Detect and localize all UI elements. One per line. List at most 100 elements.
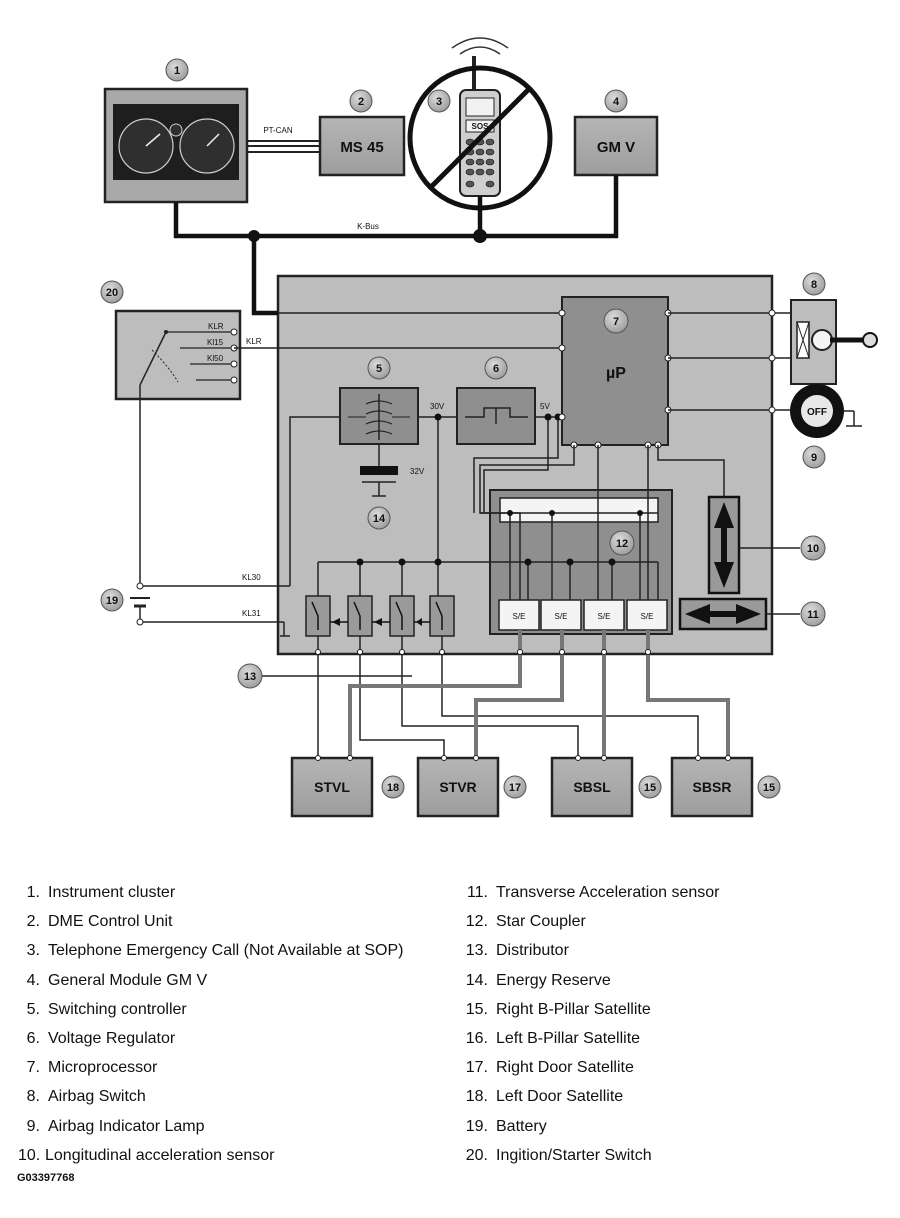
dme-control-unit: MS 45 bbox=[318, 115, 406, 177]
callout-13: 13 bbox=[237, 663, 263, 689]
callout-3: 3 bbox=[427, 89, 451, 113]
legend-item: 16.Left B-Pillar Satellite bbox=[465, 1029, 641, 1047]
callout-8: 8 bbox=[802, 272, 826, 296]
right-b-pillar-satellite: SBSR bbox=[670, 756, 754, 818]
legend-left-column: 1.Instrument cluster 2.DME Control Unit … bbox=[18, 878, 403, 1170]
legend-item: 19.Battery bbox=[465, 1117, 547, 1135]
airbag-switch bbox=[790, 299, 878, 385]
airbag-indicator-lamp: OFF bbox=[790, 384, 862, 438]
sos-label: SOS bbox=[472, 122, 490, 131]
energy-reserve: 32V bbox=[360, 444, 425, 497]
pt-can-bus bbox=[247, 140, 320, 153]
svg-text:17: 17 bbox=[509, 782, 521, 794]
callout-15-left: 15 bbox=[638, 775, 662, 799]
kl15-label: Kl15 bbox=[207, 338, 224, 347]
gmv-label: GM V bbox=[597, 139, 635, 156]
legend-item: 2.DME Control Unit bbox=[26, 913, 173, 931]
legend-item: 18.Left Door Satellite bbox=[465, 1088, 624, 1106]
v32-label: 32V bbox=[410, 467, 425, 476]
legend-item: 3.Telephone Emergency Call (Not Availabl… bbox=[26, 942, 404, 960]
microprocessor-label: µP bbox=[606, 365, 626, 382]
ms45-label: MS 45 bbox=[340, 139, 383, 156]
callout-19: 19 bbox=[100, 588, 124, 612]
callout-11: 11 bbox=[800, 601, 826, 627]
v5-label: 5V bbox=[540, 402, 550, 411]
wiring-diagram: MS 45 GM V SOS PT-CAN bbox=[100, 37, 878, 818]
se-module-3: S/E bbox=[583, 599, 625, 631]
legend-item: 13.Distributor bbox=[465, 942, 569, 960]
legend-item: 5.Switching controller bbox=[26, 1000, 187, 1018]
svg-text:10: 10 bbox=[807, 543, 819, 555]
klr-switch-label: KLR bbox=[208, 322, 224, 331]
callout-2: 2 bbox=[349, 89, 373, 113]
callout-1: 1 bbox=[165, 58, 189, 82]
general-module: GM V bbox=[573, 115, 659, 177]
callout-7: 7 bbox=[603, 308, 629, 334]
right-door-satellite: STVR bbox=[416, 756, 500, 818]
legend-item: 10.Longitudinal acceleration sensor bbox=[18, 1146, 275, 1164]
battery bbox=[130, 582, 150, 626]
svg-text:S/E: S/E bbox=[555, 612, 568, 621]
instrument-cluster bbox=[103, 87, 249, 204]
svg-text:15: 15 bbox=[763, 782, 775, 794]
v30-label: 30V bbox=[430, 402, 445, 411]
legend-item: 8.Airbag Switch bbox=[26, 1088, 146, 1106]
svg-text:20: 20 bbox=[106, 287, 118, 299]
svg-text:13: 13 bbox=[244, 671, 256, 683]
sbsl-label: SBSL bbox=[573, 779, 611, 795]
svg-text:3: 3 bbox=[436, 96, 442, 108]
legend-item: 20.Ingition/Starter Switch bbox=[465, 1146, 652, 1164]
legend-item: 7.Microprocessor bbox=[26, 1059, 158, 1077]
ignition-starter-switch: KLR Kl15 Kl50 bbox=[114, 309, 242, 401]
callout-4: 4 bbox=[604, 89, 628, 113]
sbsr-label: SBSR bbox=[693, 779, 732, 795]
legend-item: 17.Right Door Satellite bbox=[465, 1059, 634, 1077]
legend-item: 11.Transverse Acceleration sensor bbox=[466, 884, 720, 901]
svg-text:1: 1 bbox=[174, 65, 180, 77]
svg-text:S/E: S/E bbox=[598, 612, 611, 621]
svg-text:15: 15 bbox=[644, 782, 656, 794]
kl31-label: KL31 bbox=[242, 609, 261, 618]
legend-item: 15.Right B-Pillar Satellite bbox=[465, 1000, 651, 1018]
pt-can-label: PT-CAN bbox=[263, 126, 293, 135]
callout-17: 17 bbox=[503, 775, 527, 799]
callout-6: 6 bbox=[484, 356, 508, 380]
stvl-label: STVL bbox=[314, 779, 350, 795]
legend-item: 9.Airbag Indicator Lamp bbox=[26, 1117, 205, 1135]
svg-text:19: 19 bbox=[106, 595, 118, 607]
svg-text:7: 7 bbox=[613, 316, 619, 328]
legend-item: 1.Instrument cluster bbox=[26, 884, 176, 901]
legend-item: 4.General Module GM V bbox=[26, 971, 208, 989]
svg-text:4: 4 bbox=[613, 96, 620, 108]
svg-text:12: 12 bbox=[616, 538, 628, 550]
klr-label: KLR bbox=[246, 337, 262, 346]
kl30-label: KL30 bbox=[242, 573, 261, 582]
se-module-1: S/E bbox=[498, 599, 540, 631]
callout-15-right: 15 bbox=[757, 775, 781, 799]
callout-5: 5 bbox=[367, 356, 391, 380]
callout-20: 20 bbox=[100, 280, 124, 304]
svg-text:S/E: S/E bbox=[513, 612, 526, 621]
se-module-2: S/E bbox=[540, 599, 582, 631]
callout-14: 14 bbox=[367, 506, 391, 530]
se-module-4: S/E bbox=[626, 599, 668, 631]
callout-9: 9 bbox=[802, 445, 826, 469]
stvr-label: STVR bbox=[439, 779, 476, 795]
callout-18: 18 bbox=[381, 775, 405, 799]
legend-right-column: 11.Transverse Acceleration sensor 12.Sta… bbox=[462, 878, 720, 1170]
callout-12: 12 bbox=[609, 530, 635, 556]
legend-item: 6.Voltage Regulator bbox=[26, 1029, 176, 1047]
legend-item: 12.Star Coupler bbox=[465, 913, 586, 931]
switching-controller bbox=[339, 387, 419, 445]
svg-text:6: 6 bbox=[493, 363, 499, 375]
svg-text:5: 5 bbox=[376, 363, 382, 375]
legend-item: 14.Energy Reserve bbox=[465, 971, 611, 989]
left-b-pillar-satellite: SBSL bbox=[550, 756, 634, 818]
k-bus-label: K-Bus bbox=[357, 222, 379, 231]
left-door-satellite: STVL bbox=[290, 756, 374, 818]
svg-text:9: 9 bbox=[811, 452, 817, 464]
off-label: OFF bbox=[807, 407, 827, 418]
svg-text:11: 11 bbox=[807, 609, 819, 621]
callout-10: 10 bbox=[800, 535, 826, 561]
svg-text:8: 8 bbox=[811, 279, 817, 291]
